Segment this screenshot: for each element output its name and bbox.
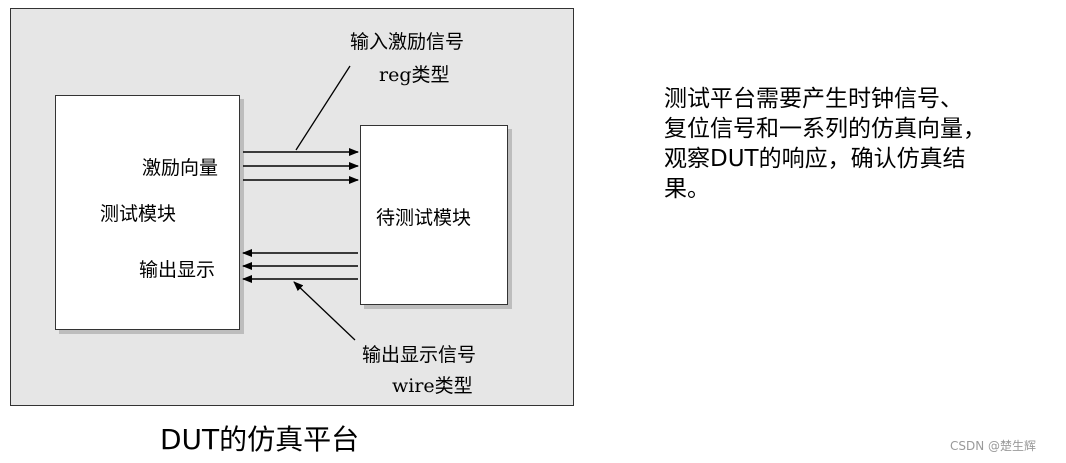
test-module-label: 测试模块 xyxy=(100,203,177,225)
output-annotation-leader xyxy=(293,281,356,341)
description-line-1: 测试平台需要产生时钟信号、 xyxy=(664,86,963,112)
input-signal-annotation-line1: 输入激励信号 xyxy=(350,31,465,53)
output-signal-annotation-line2: wire类型 xyxy=(392,375,473,397)
diagram-caption: DUT的仿真平台 xyxy=(160,423,360,456)
input-annotation-leader xyxy=(295,65,351,151)
test-module-box xyxy=(55,95,240,330)
dut-box xyxy=(360,125,508,305)
output-signal-annotation-line1: 输出显示信号 xyxy=(362,344,477,366)
description-line-3: 观察DUT的响应，确认仿真结 xyxy=(664,146,966,172)
input-signal-annotation-line2: reg类型 xyxy=(379,64,450,86)
stimulus-vector-label: 激励向量 xyxy=(142,157,219,179)
output-display-label: 输出显示 xyxy=(139,259,216,281)
description-text: 测试平台需要产生时钟信号、 复位信号和一系列的仿真向量， 观察DUT的响应，确认… xyxy=(664,84,1056,204)
dut-label: 待测试模块 xyxy=(376,207,472,229)
description-line-2: 复位信号和一系列的仿真向量， xyxy=(664,116,986,142)
description-line-4: 果。 xyxy=(664,176,710,202)
watermark: CSDN @楚生辉 xyxy=(950,439,1037,453)
